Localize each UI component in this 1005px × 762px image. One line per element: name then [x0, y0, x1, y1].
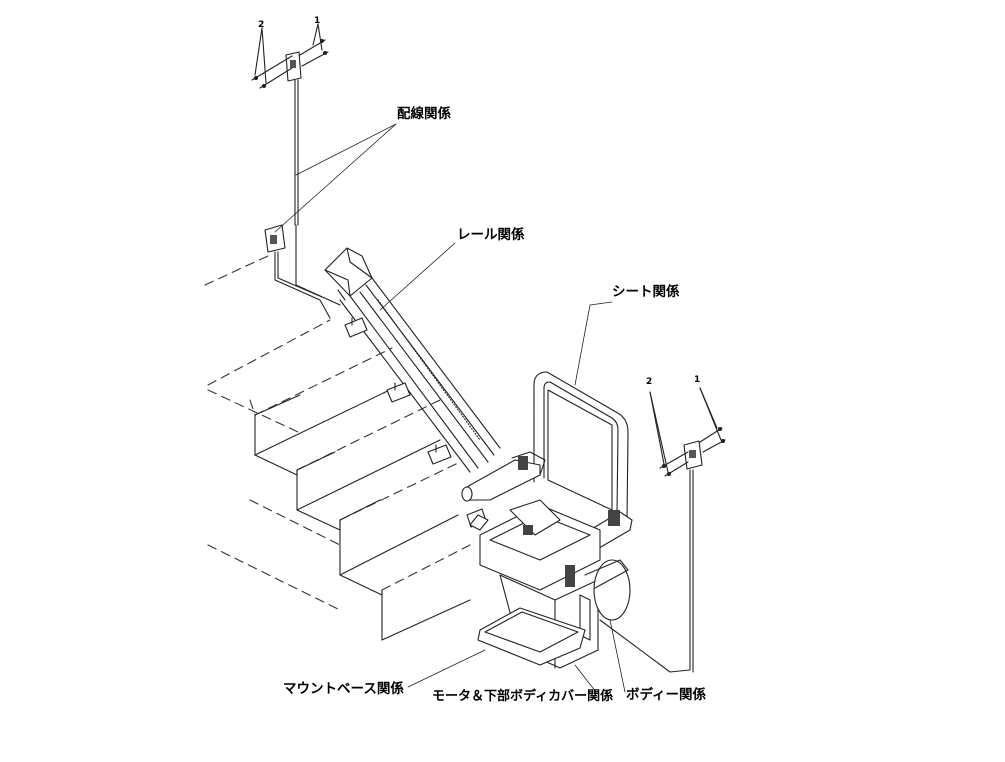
label-body: ボディー関係 [626, 687, 707, 703]
label-rail: レール関係 [457, 227, 525, 243]
label-seat: シート関係 [612, 284, 680, 300]
wiring-left [251, 23, 341, 319]
label-mount-base: マウントベース関係 [283, 681, 404, 697]
callout-number-1-right: 1 [694, 375, 701, 385]
chair [461, 371, 633, 669]
label-motor-body-cover: モータ＆下部ボディカバー関係 [432, 689, 614, 704]
rail [324, 247, 501, 528]
callout-number-1-top: 1 [314, 16, 321, 26]
staircase [204, 254, 471, 641]
callout-number-2-top: 2 [258, 20, 265, 30]
wiring-right [599, 387, 726, 673]
label-wiring: 配線関係 [397, 106, 451, 122]
leader-lines [274, 123, 626, 693]
callout-number-2-right: 2 [646, 377, 653, 387]
